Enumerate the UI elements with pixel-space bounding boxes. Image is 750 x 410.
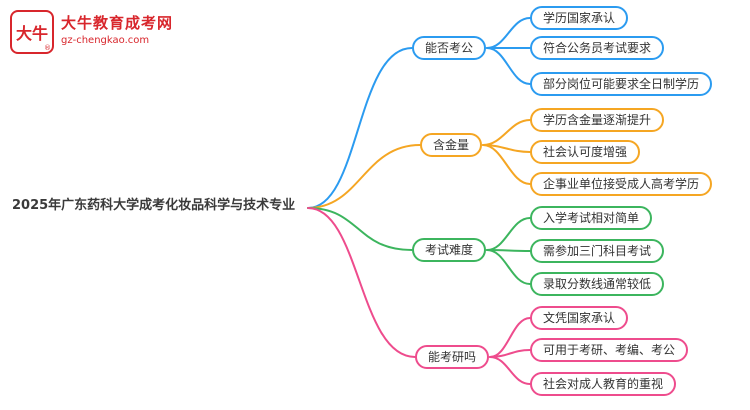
leaf-node: 可用于考研、考编、考公 — [530, 338, 689, 362]
leaf-node: 学历含金量逐渐提升 — [530, 108, 665, 132]
leaf-node: 企事业单位接受成人高考学历 — [530, 172, 713, 196]
leaf-node: 录取分数线通常较低 — [530, 272, 665, 296]
leaf-node: 部分岗位可能要求全日制学历 — [530, 72, 713, 96]
branch-node: 含金量 — [420, 133, 483, 157]
mindmap-root-node: 2025年广东药科大学成考化妆品科学与技术专业 — [12, 198, 296, 213]
branch-node: 考试难度 — [412, 238, 487, 262]
branch-node: 能考研吗 — [415, 345, 490, 369]
site-logo[interactable]: 大牛 ® 大牛教育成考网 gz-chengkao.com — [10, 10, 173, 54]
site-name: 大牛教育成考网 — [61, 14, 174, 32]
leaf-node: 文凭国家承认 — [530, 306, 629, 330]
site-domain: gz-chengkao.com — [61, 34, 150, 46]
leaf-node: 需参加三门科目考试 — [530, 239, 665, 263]
logo-bull-icon: 大牛 ® — [10, 10, 54, 54]
leaf-node: 学历国家承认 — [530, 6, 629, 30]
leaf-node: 社会对成人教育的重视 — [530, 372, 677, 396]
logo-text: 大牛 — [15, 24, 48, 43]
leaf-node: 入学考试相对简单 — [530, 206, 653, 230]
leaf-node: 社会认可度增强 — [530, 140, 641, 164]
leaf-node: 符合公务员考试要求 — [530, 36, 665, 60]
branch-node: 能否考公 — [412, 36, 487, 60]
registered-mark: ® — [44, 44, 51, 52]
